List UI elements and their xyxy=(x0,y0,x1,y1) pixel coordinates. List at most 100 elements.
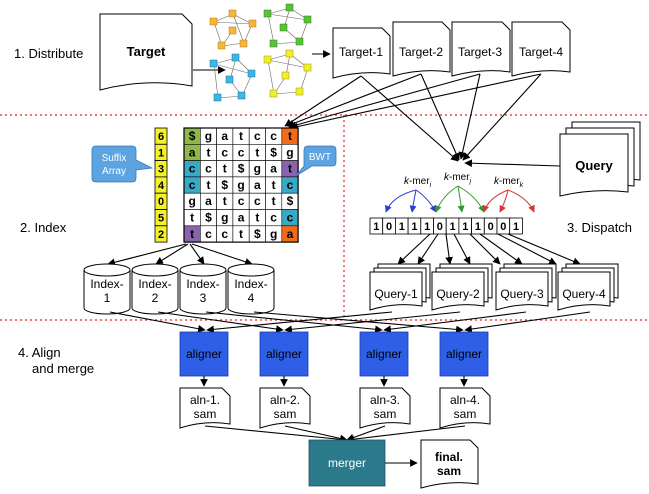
target-part-4-label: Target-4 xyxy=(519,45,563,59)
bwt-char: t xyxy=(190,211,194,225)
kmer-j-label: k-merj xyxy=(444,172,472,185)
target-part-arrows xyxy=(284,73,542,162)
aligner-columns: aligneraln-1.samaligneraln-2.samalignera… xyxy=(179,331,491,444)
bwt-char: c xyxy=(287,211,294,225)
index-label-line2: 4 xyxy=(248,291,255,305)
alignment-document xyxy=(259,387,311,429)
bwt-char: t xyxy=(206,178,210,192)
alignment-label-line2: sam xyxy=(454,407,477,421)
suffix-array-value: 0 xyxy=(158,196,164,208)
query-document: Query xyxy=(559,121,641,197)
target-part-4: Target-4 xyxy=(511,21,571,77)
alignment-document xyxy=(439,387,491,429)
bwt-char: $ xyxy=(205,211,212,225)
alignment-label-line1: aln-1. xyxy=(190,393,220,407)
bwt-char: a xyxy=(221,129,228,143)
section-merge-label: and merge xyxy=(32,361,94,376)
bwt-char: c xyxy=(221,227,228,241)
bwt-char: c xyxy=(270,211,277,225)
target-part-2: Target-2 xyxy=(392,21,451,77)
query-part-label: Query-4 xyxy=(562,287,606,301)
inputs-to-aligners-arrows xyxy=(109,311,591,334)
aligner-label: aligner xyxy=(186,347,222,361)
bwt-char: t xyxy=(272,178,276,192)
bwt-callout: BWT xyxy=(295,145,337,177)
index-label-line2: 1 xyxy=(104,291,111,305)
query-part-3: Query-3 xyxy=(495,263,557,311)
bwt-char: t xyxy=(255,145,259,159)
index-label-line1: Index- xyxy=(90,277,123,291)
bwt-char: t xyxy=(272,194,276,208)
bwt-char: c xyxy=(287,178,294,192)
suffix-array-value: 6 xyxy=(158,131,164,143)
kmer-k-label: k-merk xyxy=(494,176,524,189)
target-part-2-label: Target-2 xyxy=(399,45,443,59)
final-sam-line2: sam xyxy=(437,464,461,478)
aligner-box xyxy=(259,331,309,377)
kmer-j-arrows xyxy=(434,185,485,213)
aligner-box xyxy=(359,331,409,377)
alignment-to-merger-arrow xyxy=(284,425,348,443)
bit-value: 1 xyxy=(424,221,430,233)
bwt-char: c xyxy=(254,194,261,208)
bwt-char: c xyxy=(270,129,277,143)
bwt-char: c xyxy=(205,227,212,241)
aligner-label: aligner xyxy=(366,347,402,361)
alignment-label-line1: aln-4. xyxy=(450,393,480,407)
aligner-label: aligner xyxy=(446,347,482,361)
alignment-label-line1: aln-2. xyxy=(270,393,300,407)
alignment-to-merger-arrow xyxy=(346,425,466,444)
target-part-3: Target-3 xyxy=(451,21,511,77)
bwt-char: $ xyxy=(287,194,294,208)
kmer-k-arrows xyxy=(482,189,535,213)
bwt-char: $ xyxy=(221,178,228,192)
bwt-char: g xyxy=(237,178,244,192)
query-part-1: Query-1 xyxy=(369,263,431,311)
index-label-line2: 3 xyxy=(200,291,207,305)
bit-value: 1 xyxy=(513,221,519,233)
query-part-4: Query-4 xyxy=(557,263,619,311)
bwt-char: g xyxy=(270,227,277,241)
alignment-label-line2: sam xyxy=(274,407,297,421)
target-part-1-label: Target-1 xyxy=(339,45,383,59)
bwt-char: t xyxy=(255,211,259,225)
graph-clusters-icon xyxy=(209,3,312,102)
bwt-char: a xyxy=(238,211,245,225)
suffix-array-label-line1: Suffix xyxy=(102,153,127,164)
bwt-char: g xyxy=(221,211,228,225)
merger-box xyxy=(308,439,386,487)
bit-value: 1 xyxy=(475,221,481,233)
alignment-document xyxy=(179,387,231,429)
alignment-to-merger-arrow xyxy=(204,425,348,444)
bwt-char: a xyxy=(254,178,261,192)
bwt-char: c xyxy=(254,129,261,143)
bit-cell xyxy=(509,217,523,235)
suffix-array-value: 2 xyxy=(158,229,164,241)
section-align-label: 4. Align xyxy=(18,345,61,360)
suffix-array-value: 5 xyxy=(158,213,164,225)
kmer-i-arrows xyxy=(384,189,437,213)
alignment-label-line2: sam xyxy=(194,407,217,421)
suffix-array-value: 1 xyxy=(158,147,164,159)
bwt-char: t xyxy=(223,194,227,208)
bwt-char: t xyxy=(288,162,292,176)
alignment-label-line1: aln-3. xyxy=(370,393,400,407)
index-label-line2: 2 xyxy=(152,291,159,305)
bit-value: 0 xyxy=(437,221,443,233)
bwt-char: a xyxy=(205,194,212,208)
suffix-array-cell xyxy=(154,225,168,243)
aligner-box xyxy=(439,331,489,377)
final-sam-document: final. sam xyxy=(420,439,479,489)
aligner-column-3: aligner aln-3.sam xyxy=(346,331,411,442)
bit-value: 0 xyxy=(488,221,494,233)
bwt-char: t xyxy=(288,129,292,143)
section-distribute-label: 1. Distribute xyxy=(14,46,83,61)
alignment-label-line2: sam xyxy=(374,407,397,421)
bit-value: 1 xyxy=(462,221,468,233)
bwt-char: c xyxy=(205,162,212,176)
bwt-char: g xyxy=(254,162,261,176)
bwt-char: c xyxy=(238,194,245,208)
